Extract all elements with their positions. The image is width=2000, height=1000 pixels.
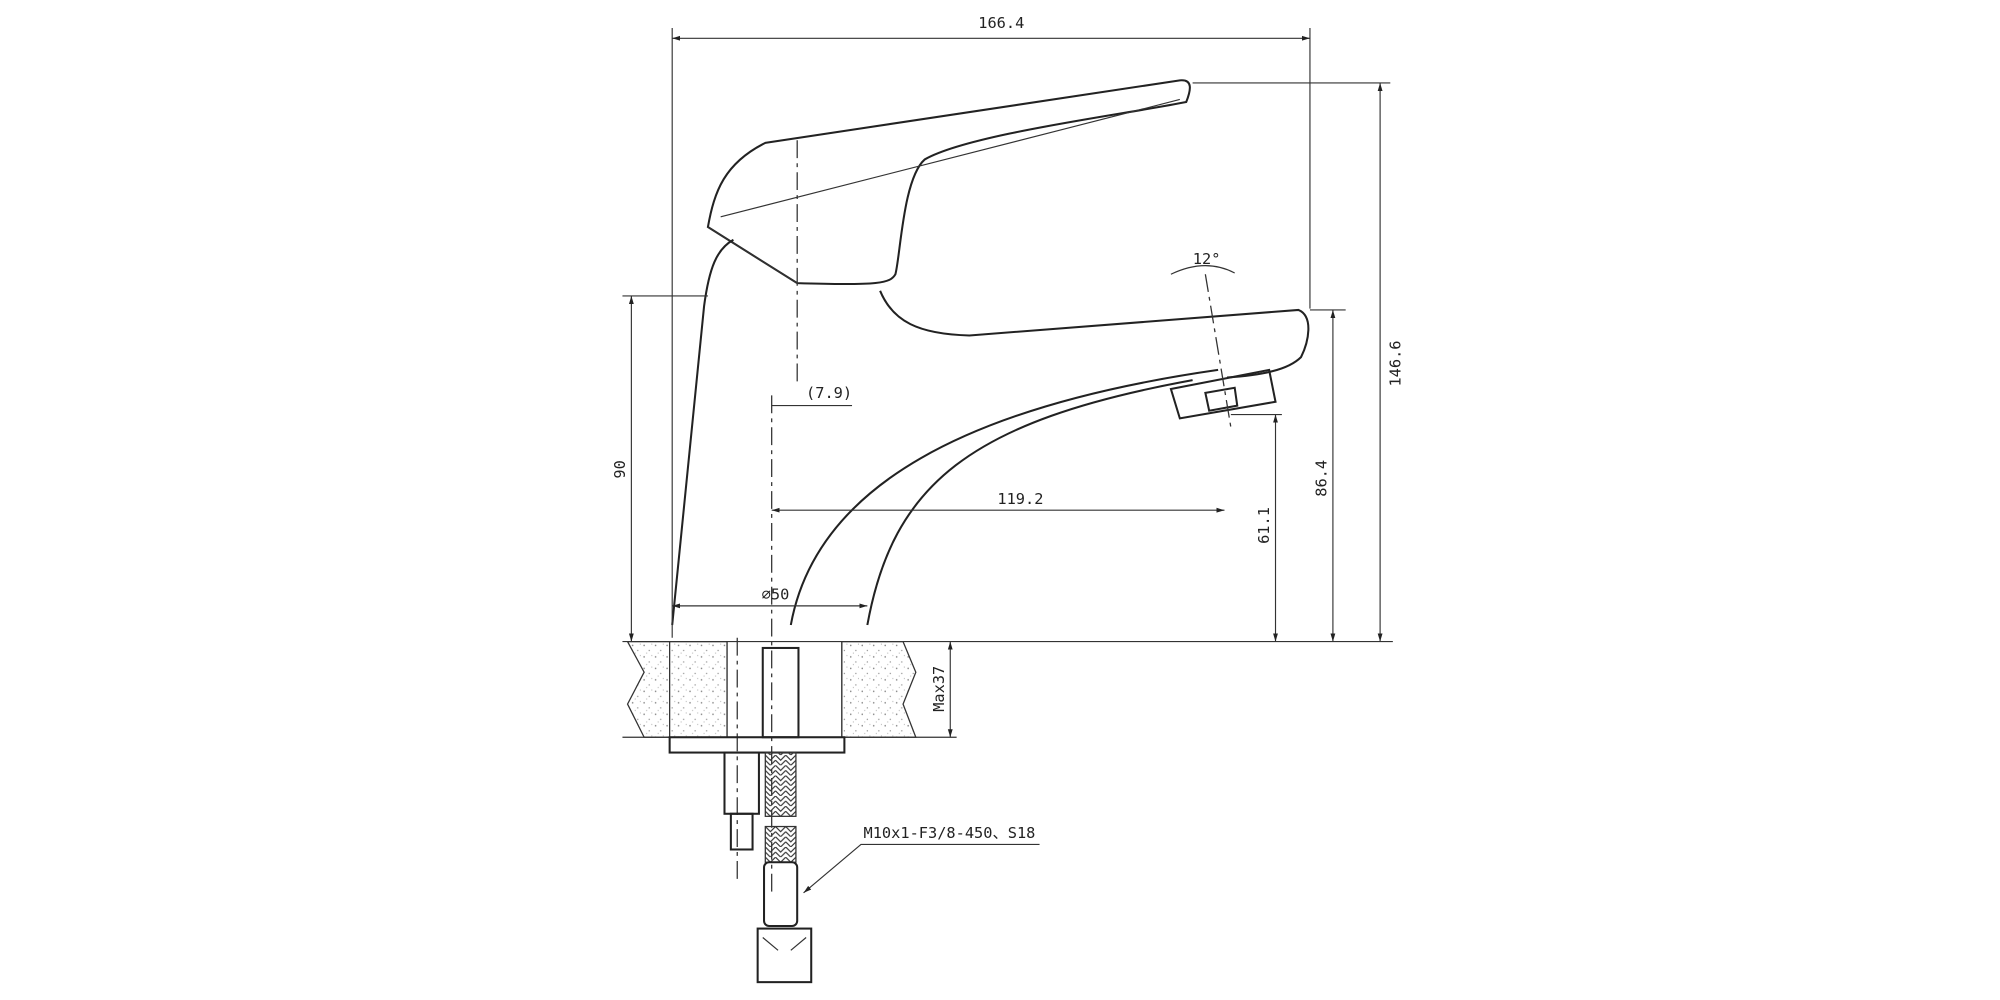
mounting-plate bbox=[668, 736, 846, 754]
aerator bbox=[1169, 368, 1277, 420]
dim-body-height: 90 bbox=[611, 460, 629, 478]
counter-baseline bbox=[622, 295, 1393, 643]
dim-outlet-angle: 12° bbox=[1193, 250, 1221, 268]
mounting-stud bbox=[723, 751, 760, 815]
extension-lines bbox=[671, 28, 1391, 638]
flexible-hose bbox=[764, 751, 797, 817]
spout-top bbox=[879, 290, 1310, 379]
dim-base-diameter: ⌀50 bbox=[762, 585, 790, 603]
hose-fitting-top bbox=[761, 646, 800, 739]
hose-nut bbox=[756, 927, 813, 984]
hose-callout: M10x1-F3/8-450、S18 bbox=[864, 824, 1036, 842]
dim-spout-reach: 119.2 bbox=[997, 490, 1043, 508]
outlet-axis bbox=[1204, 274, 1232, 428]
dim-outlet-height: 61.1 bbox=[1255, 507, 1273, 544]
nut-seal bbox=[762, 937, 807, 951]
hose-callout-leader bbox=[803, 843, 1040, 894]
faucet-body bbox=[671, 238, 734, 626]
angle-arc bbox=[1170, 265, 1235, 275]
handle-edge bbox=[707, 98, 1180, 284]
faucet-handle bbox=[706, 79, 1191, 286]
flexible-hose-lower bbox=[764, 825, 797, 863]
dim-overall-height: 146.6 bbox=[1387, 340, 1405, 386]
spout-inner bbox=[789, 368, 1219, 626]
dim-overall-width: 166.4 bbox=[978, 14, 1024, 32]
dim-offset: (7.9) bbox=[806, 384, 852, 402]
spout-underside bbox=[866, 379, 1193, 626]
hose-crimp bbox=[763, 861, 799, 928]
dim-spout-height: 86.4 bbox=[1313, 460, 1331, 497]
countertop-left bbox=[626, 640, 728, 738]
dim-max-thickness: Max37 bbox=[930, 666, 948, 712]
countertop-right bbox=[841, 640, 917, 738]
stud-thread bbox=[729, 812, 754, 851]
